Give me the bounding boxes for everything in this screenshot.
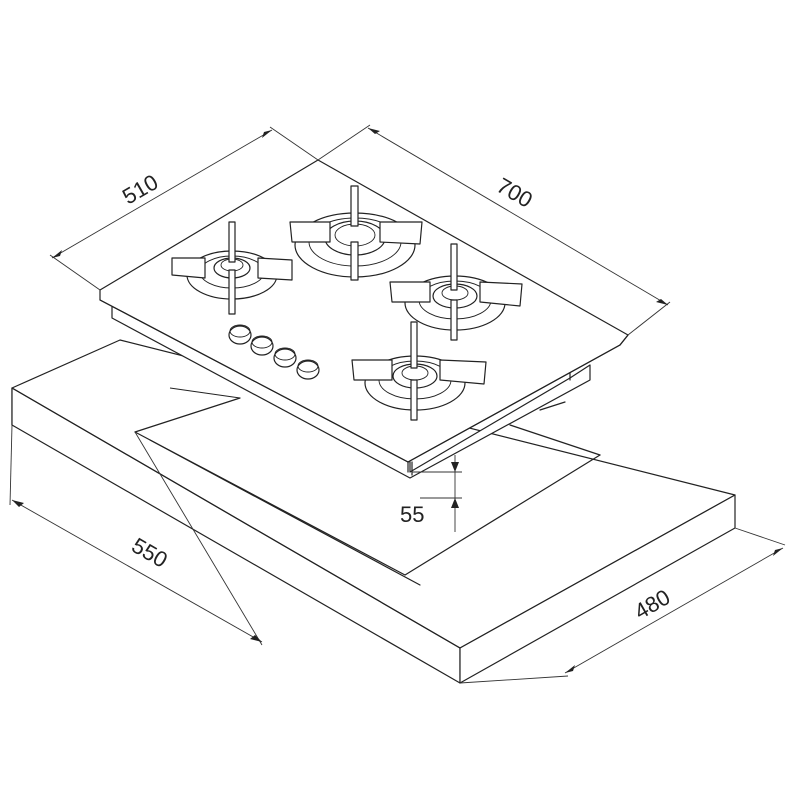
dimension-hob-height <box>412 455 462 532</box>
burner-front-icon <box>351 321 487 421</box>
countertop-cutout <box>134 387 601 586</box>
control-knobs <box>228 324 320 380</box>
label-cutout-width: 550 <box>128 533 172 573</box>
knob-4-icon <box>296 359 320 380</box>
label-hob-height: 55 <box>400 502 424 527</box>
burner-rear-left-icon <box>171 221 293 315</box>
knob-1-icon <box>228 324 252 345</box>
knob-2-icon <box>250 335 274 356</box>
hob <box>99 159 629 479</box>
dimension-hob-depth <box>49 126 319 291</box>
label-cutout-depth: 480 <box>630 584 674 624</box>
burner-right-icon <box>389 243 523 341</box>
dimension-hob-width <box>317 124 671 336</box>
knob-3-icon <box>273 347 297 368</box>
label-hob-depth: 510 <box>118 169 162 209</box>
countertop <box>11 339 736 684</box>
label-hob-width: 700 <box>493 173 537 213</box>
dimension-cutout-width <box>9 424 263 646</box>
dimension-cutout-depth <box>459 527 786 684</box>
burner-rear-center-icon <box>289 185 423 281</box>
